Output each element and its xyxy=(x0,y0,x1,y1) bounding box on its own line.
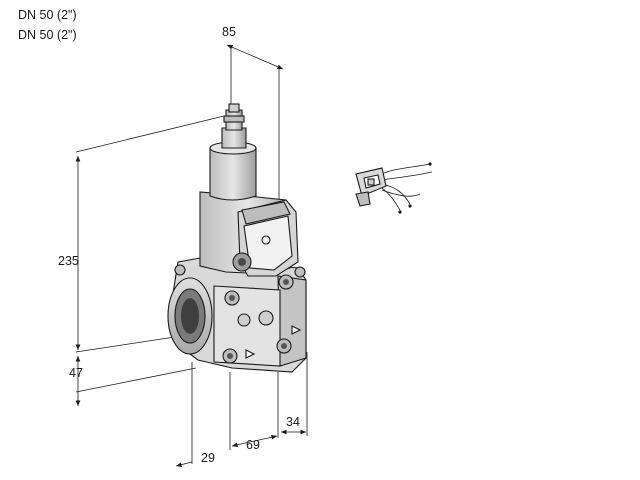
header-size-2: DN 50 (2") xyxy=(18,28,77,42)
header-size-1: DN 50 (2") xyxy=(18,8,77,22)
dim-label-29: 29 xyxy=(201,451,215,465)
dimension-235: 235 xyxy=(58,115,225,353)
dim-label-69: 69 xyxy=(246,438,260,452)
dim-label-85: 85 xyxy=(222,25,236,39)
dimension-34: 34 xyxy=(281,352,308,436)
dimension-29: 29 xyxy=(175,362,215,467)
dimension-47: 47 xyxy=(69,356,197,406)
dimension-69: 69 xyxy=(229,372,279,452)
dim-label-47: 47 xyxy=(69,366,83,380)
valve-body xyxy=(167,103,307,373)
cable-connector xyxy=(355,162,433,214)
dim-label-34: 34 xyxy=(286,415,300,429)
dim-label-235: 235 xyxy=(58,254,79,268)
